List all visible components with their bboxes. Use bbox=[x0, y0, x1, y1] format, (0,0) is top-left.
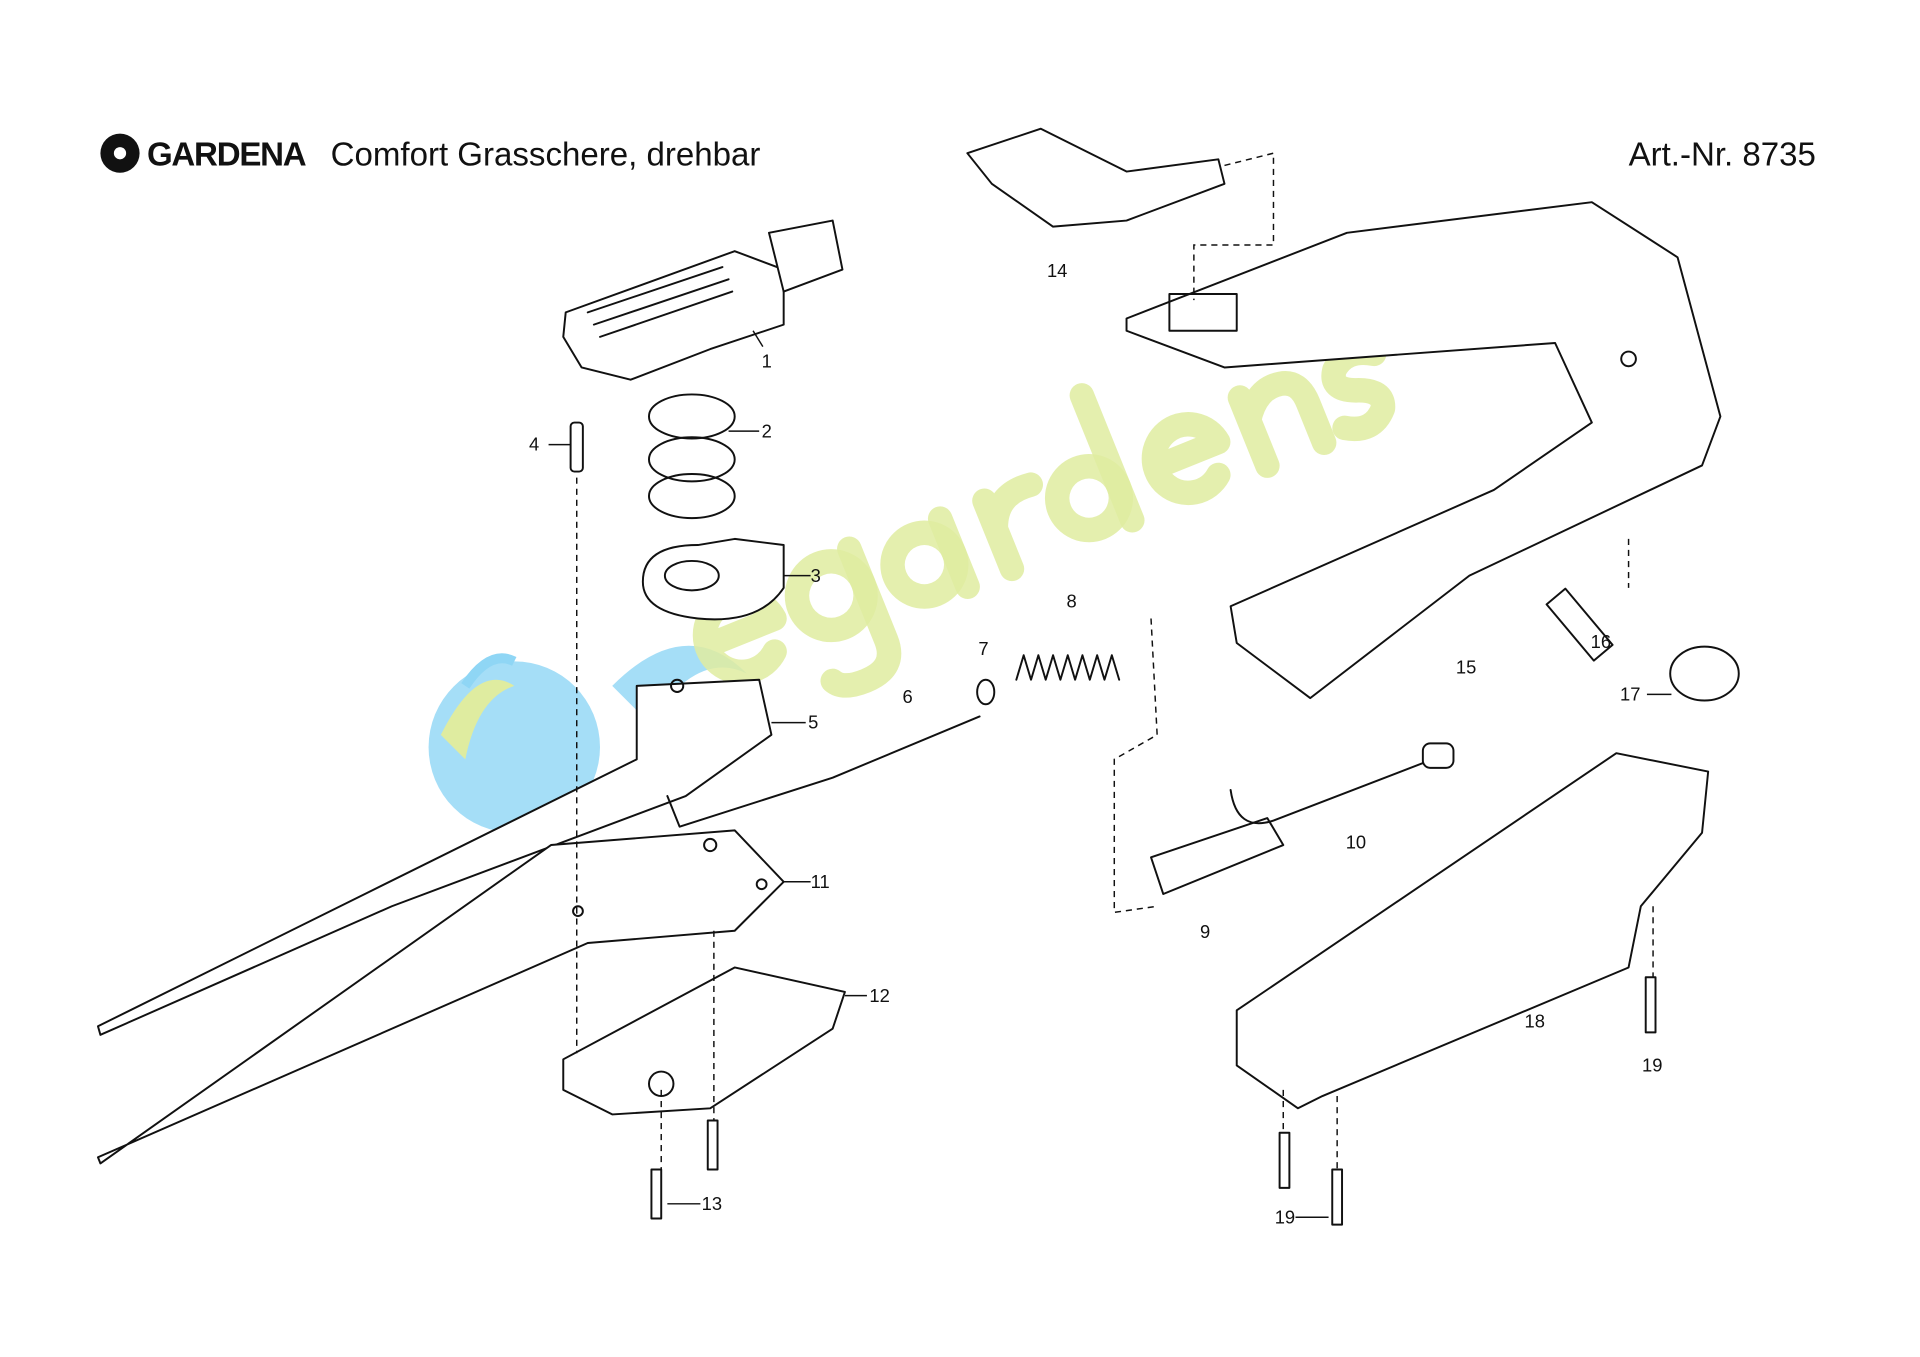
part-label: 19 bbox=[1275, 1206, 1295, 1227]
part-label: 10 bbox=[1346, 832, 1366, 853]
part-label: 4 bbox=[529, 434, 539, 455]
part-10-cable bbox=[1229, 758, 1434, 825]
part-label: 5 bbox=[808, 712, 818, 733]
part-4-pin bbox=[569, 421, 584, 473]
part-18-cover bbox=[1235, 752, 1710, 1110]
part-3-bearing bbox=[641, 537, 785, 621]
alignment-lines bbox=[576, 152, 1654, 1170]
part-labels: 1 2 3 4 5 6 7 8 9 10 11 12 13 14 15 16 1… bbox=[529, 260, 1672, 1227]
part-9-battery-holder bbox=[1150, 817, 1285, 895]
part-14-slider bbox=[966, 127, 1226, 228]
part-2-spring bbox=[648, 393, 736, 520]
part-1-lock-cap bbox=[562, 219, 844, 381]
part-label: 17 bbox=[1620, 684, 1640, 705]
part-19-screws bbox=[1278, 976, 1657, 1226]
brand-name: GARDENA bbox=[147, 136, 306, 173]
blade-assembly bbox=[96, 678, 785, 1165]
article-number: Art.-Nr. 8735 bbox=[1629, 136, 1816, 173]
part-label: 3 bbox=[811, 565, 821, 586]
part-15-handle bbox=[1125, 201, 1722, 700]
part-label: 1 bbox=[762, 350, 772, 371]
part-label: 2 bbox=[762, 420, 772, 441]
part-label: 8 bbox=[1067, 590, 1077, 611]
part-label: 7 bbox=[978, 638, 988, 659]
part-label: 11 bbox=[811, 871, 830, 892]
part-12-base bbox=[562, 966, 846, 1116]
part-label: 16 bbox=[1591, 631, 1611, 652]
gardena-logo-icon bbox=[100, 133, 140, 173]
part-label: 13 bbox=[702, 1193, 722, 1214]
part-label: 15 bbox=[1456, 657, 1476, 678]
part-17-cap bbox=[1669, 645, 1740, 702]
page-title: Comfort Grasschere, drehbar bbox=[331, 136, 761, 173]
part-13-screws bbox=[650, 1119, 719, 1220]
watermark-lettering-icon bbox=[692, 340, 1396, 698]
part-label: 19 bbox=[1642, 1055, 1662, 1076]
part-7-washer bbox=[976, 678, 996, 706]
part-label: 18 bbox=[1524, 1010, 1544, 1031]
part-label: 9 bbox=[1200, 921, 1210, 942]
part-8-spring bbox=[1015, 654, 1121, 681]
part-label: 6 bbox=[902, 686, 912, 707]
part-16-axle bbox=[1545, 587, 1614, 662]
part-label: 12 bbox=[869, 985, 889, 1006]
part-label: 14 bbox=[1047, 260, 1067, 281]
part-6-rod bbox=[666, 715, 981, 828]
